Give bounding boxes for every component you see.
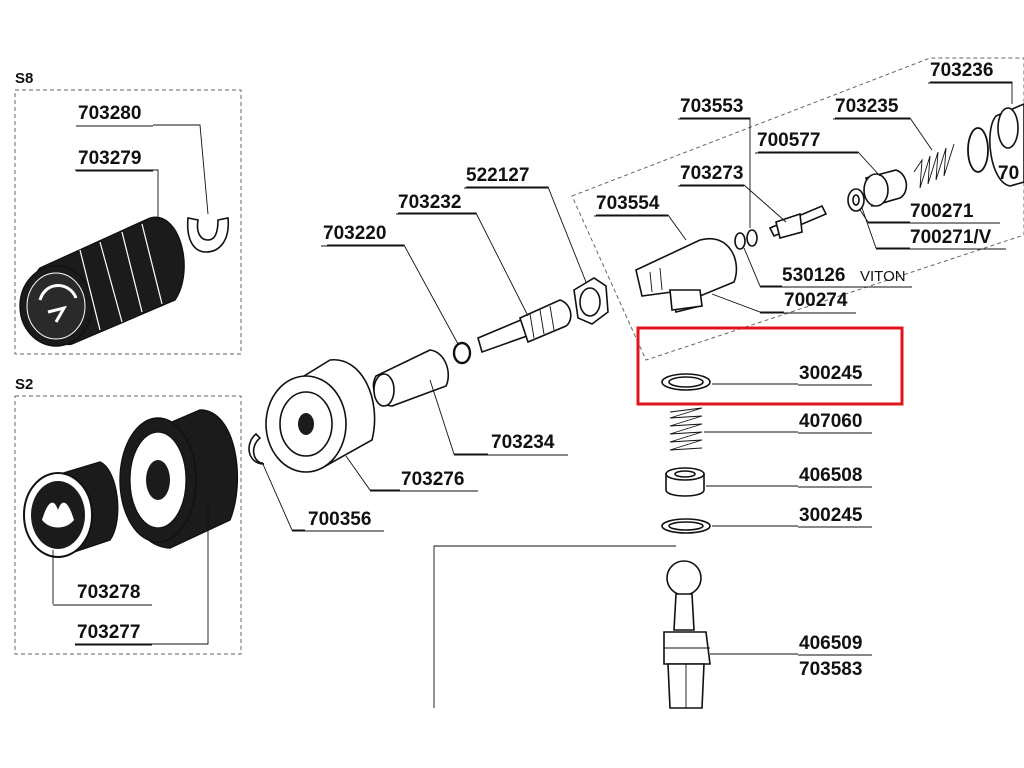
valve-body-703554-drawing [635, 237, 738, 313]
label-700271-v: 700271/V [910, 227, 992, 248]
label-406509: 406509 [799, 633, 862, 654]
label-viton: VITON [860, 268, 906, 285]
orings-530126-drawing [734, 229, 758, 250]
knob-cap-703278-drawing [23, 461, 119, 558]
spindle-703232-drawing [477, 299, 572, 354]
oring-703220-drawing [452, 341, 472, 365]
cap-703236-drawing [989, 103, 1024, 187]
label-70-cut: 70 [998, 163, 1019, 184]
label-407060: 407060 [799, 411, 862, 432]
adapter-703234-drawing [372, 349, 450, 407]
label-703232: 703232 [398, 192, 461, 213]
stem-703273-drawing [768, 204, 828, 239]
label-522127: 522127 [466, 165, 529, 186]
spring-407060-drawing [669, 407, 703, 451]
label-703234: 703234 [491, 432, 555, 453]
group-s2-label: S2 [15, 376, 33, 393]
washer-300245-top-drawing [661, 373, 711, 391]
label-700271: 700271 [910, 201, 974, 222]
label-703277: 703277 [77, 622, 140, 643]
label-703220: 703220 [323, 223, 386, 244]
highlight-box-300245 [636, 326, 904, 406]
label-530126: 530126 [782, 265, 845, 286]
label-703583: 703583 [799, 659, 862, 680]
knob-housing-703276-drawing [265, 359, 376, 473]
label-703553: 703553 [680, 96, 743, 117]
group-s8-label: S8 [15, 70, 33, 87]
washer-300245-bottom-drawing [661, 518, 711, 534]
label-700274: 700274 [784, 290, 848, 311]
part-labels: 703280 703279 703278 703277 700356 70327… [53, 60, 1019, 680]
label-300245-bottom: 300245 [799, 505, 863, 526]
label-703276: 703276 [401, 469, 464, 490]
label-703554: 703554 [596, 193, 660, 214]
label-703235: 703235 [835, 96, 899, 117]
label-700577: 700577 [757, 130, 820, 151]
label-703280: 703280 [78, 103, 141, 124]
nut-522127-drawing [573, 277, 609, 325]
steam-wand-406509-drawing [663, 560, 711, 709]
clip-703280-drawing [186, 217, 230, 253]
washer-700271-drawing [847, 188, 865, 212]
label-703279: 703279 [78, 148, 141, 169]
seat-700577-drawing [863, 169, 908, 208]
label-700356: 700356 [308, 509, 371, 530]
label-300245-top: 300245 [799, 363, 863, 384]
label-703236: 703236 [930, 60, 993, 81]
group-s8-box: S8 [14, 70, 242, 355]
knob-703279-drawing [19, 216, 185, 347]
spring-703235-drawing [913, 143, 955, 189]
seal-406508-drawing [665, 467, 705, 497]
knob-body-703277-drawing [119, 409, 239, 549]
label-406508: 406508 [799, 465, 862, 486]
label-703278: 703278 [77, 582, 140, 603]
oring-703236-drawing [967, 127, 989, 173]
circlip-700356-drawing [248, 432, 265, 465]
leader-lines [52, 81, 1013, 708]
group-s2-box: S2 [14, 376, 242, 655]
label-703273: 703273 [680, 163, 743, 184]
